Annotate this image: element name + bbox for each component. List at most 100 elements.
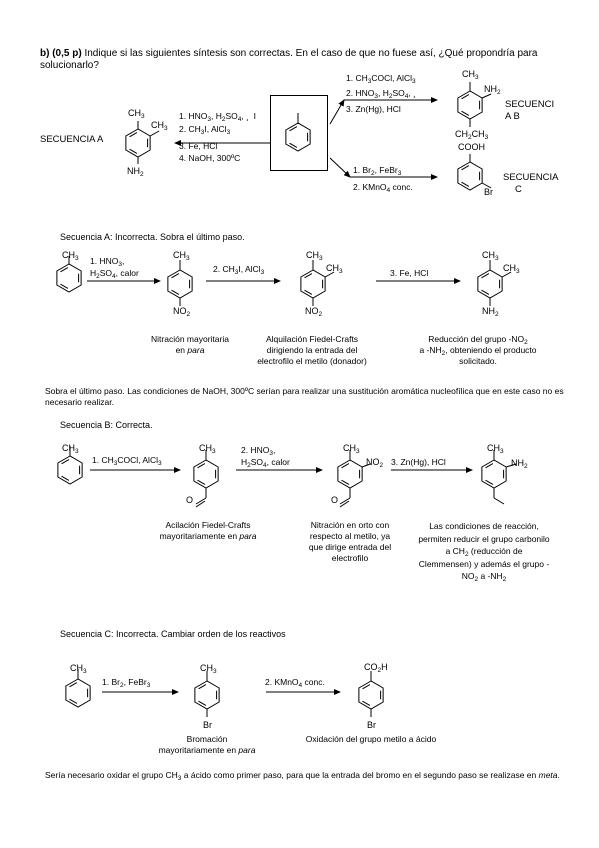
- a-m4-ch3-meta: CH3: [503, 263, 520, 275]
- c-caption-1: Bromación mayoritariamente en para: [158, 734, 256, 755]
- c-step1: 1. Br2, FeBr3: [102, 677, 151, 689]
- ov-a-bond-meta: [149, 130, 160, 137]
- a-m1-ring: [56, 263, 82, 293]
- seq-c-title: Secuencia C: Incorrecta. Cambiar orden d…: [60, 629, 286, 639]
- seq-b-step-2: 2. HNO3, H2SO4, ¸: [346, 88, 416, 100]
- a-m4-ring-db: [481, 273, 490, 279]
- ov-a-ring-db: [129, 148, 138, 154]
- seq-b-step-1: 1. CH3COCl, AlCl3: [346, 73, 416, 85]
- b-m2-ring: [193, 459, 219, 489]
- a-m4-ch3-top: CH3: [482, 250, 499, 262]
- a-m1-ring-db: [60, 283, 69, 289]
- seq-a-step-2: 2. CH3I, AlCl3: [179, 124, 231, 136]
- b-caption-1: Acilación Fiedel-Crafts mayoritariamente…: [159, 520, 257, 541]
- ov-a-ch3-top: CH3: [128, 108, 145, 120]
- seq-b-label-2: A B: [505, 111, 520, 122]
- c-m3-ring-db: [362, 700, 371, 706]
- b-m4-ring-db: [485, 463, 494, 469]
- c-m1-ring: [65, 678, 91, 708]
- a-m3-ring-db: [304, 289, 313, 295]
- c-m2-ch3: CH3: [200, 663, 217, 675]
- b-m3-ring-db: [341, 463, 350, 469]
- b-m3-bond-no2: [361, 463, 371, 468]
- a-note: Sobra el último paso. Las condiciones de…: [45, 386, 564, 407]
- c-m1-ch3: CH3: [70, 663, 87, 675]
- ov-c-bond-br: [481, 182, 492, 189]
- a-step1-l1: 1. HNO3,: [90, 256, 125, 268]
- b-caption-3: Las condiciones de reacción, permiten re…: [418, 521, 550, 583]
- c-m1-ring-db: [69, 682, 78, 688]
- a-m3-ring-db: [304, 273, 313, 279]
- b-m4-nh2: NH2: [511, 458, 528, 470]
- b-m3-no2: NO2: [366, 457, 384, 469]
- b-m3-ring-db: [341, 479, 350, 485]
- ov-b-ring: [457, 90, 483, 120]
- b-m3-bond-o: [339, 497, 351, 505]
- problem-text: Indique si las siguientes síntesis son c…: [40, 48, 538, 71]
- ov-arrow-b-diag: [329, 99, 345, 125]
- ov-a-ring-db: [129, 132, 138, 138]
- ov-toluene-ring-db: [289, 126, 298, 132]
- ov-b-ch3: CH3: [462, 69, 479, 81]
- ov-toluene-ring-db: [289, 142, 298, 148]
- c-m2-ring-db: [198, 700, 207, 706]
- ov-toluene-ring: [285, 122, 311, 152]
- seq-a-step-1: 1. HNO3, H2SO4, ¸ I: [179, 111, 257, 123]
- a-caption-2: Alquilación Fiedel-Crafts dirigiendo la …: [257, 334, 367, 366]
- seq-c-label-2: C: [515, 184, 522, 195]
- seq-b-label-1: SECUENCI: [505, 99, 555, 110]
- a-m1-ring-db: [60, 267, 69, 273]
- a-m2-ring-db: [171, 289, 180, 295]
- ov-c-ring: [457, 161, 483, 191]
- a-m2-no2: NO2: [173, 306, 191, 318]
- b-m2-ring-db: [197, 463, 206, 469]
- seq-a-step-3: 3. Fe, HCl: [179, 141, 218, 151]
- b-m3-ring: [337, 459, 363, 489]
- b-step2-l1: 2. HNO3,: [241, 445, 276, 457]
- a-step2: 2. CH3I, AlCl3: [213, 264, 265, 276]
- ov-b-bond-nh2: [481, 93, 492, 99]
- b-step1: 1. CH3COCl, AlCl3: [92, 455, 162, 467]
- ov-b-ring-db: [461, 94, 470, 100]
- seq-b-title: Secuencia B: Correcta.: [60, 420, 153, 430]
- a-m1-ch3: CH3: [62, 250, 79, 262]
- b-m2-o: O: [186, 495, 194, 505]
- ov-a-ch3-meta: CH3: [151, 120, 168, 132]
- c-m3-br: Br: [367, 720, 376, 730]
- a-m4-nh2: NH2: [482, 306, 499, 318]
- b-m4-ch3: CH3: [487, 443, 504, 455]
- ov-arrow-c-diag: [329, 157, 351, 178]
- seq-c-step-1: 1. Br2, FeBr3: [353, 165, 402, 177]
- a-m3-no2: NO2: [305, 306, 323, 318]
- a-m4-ring-db: [481, 289, 490, 295]
- problem-label: b) (0,5 p): [40, 48, 82, 59]
- b-m4-ring-db: [485, 479, 494, 485]
- b-caption-2: Nitración en orto con respecto al metilo…: [308, 520, 392, 563]
- ov-b-nh2: NH2: [484, 84, 501, 96]
- c-m3-ring: [358, 680, 384, 710]
- a-m3-bond-meta: [324, 271, 335, 278]
- a-step3: 3. Fe, HCl: [390, 268, 429, 278]
- ov-c-br: Br: [484, 187, 493, 197]
- b-m1-ring-db: [61, 475, 70, 481]
- a-m4-ring: [477, 269, 503, 299]
- a-m2-ch3: CH3: [173, 250, 190, 262]
- c-m3-ring-db: [362, 684, 371, 690]
- b-m2-bond-o: [195, 497, 207, 505]
- c-m2-ring-db: [198, 684, 207, 690]
- a-m3-ch3-top: CH3: [306, 250, 323, 262]
- b-m2-ring-db: [197, 479, 206, 485]
- b-m4-ring: [481, 459, 507, 489]
- seq-c-step-2: 2. KMnO4 conc.: [353, 182, 413, 194]
- b-m4-bond-nh2: [505, 463, 517, 468]
- ov-a-ring: [125, 128, 151, 158]
- b-step2-l2: H2SO4, calor: [241, 457, 290, 469]
- b-m2-ch3: CH3: [199, 443, 216, 455]
- c-m3-co2h: CO2H: [364, 662, 388, 674]
- ov-b-ch2ch3: CH2CH3: [455, 129, 489, 141]
- seq-a-label: SECUENCIA A: [40, 134, 104, 145]
- ov-a-nh2: NH2: [127, 166, 144, 178]
- c-caption-2: Oxidación del grupo metilo a ácido: [305, 734, 437, 744]
- b-m3-o: O: [331, 495, 339, 505]
